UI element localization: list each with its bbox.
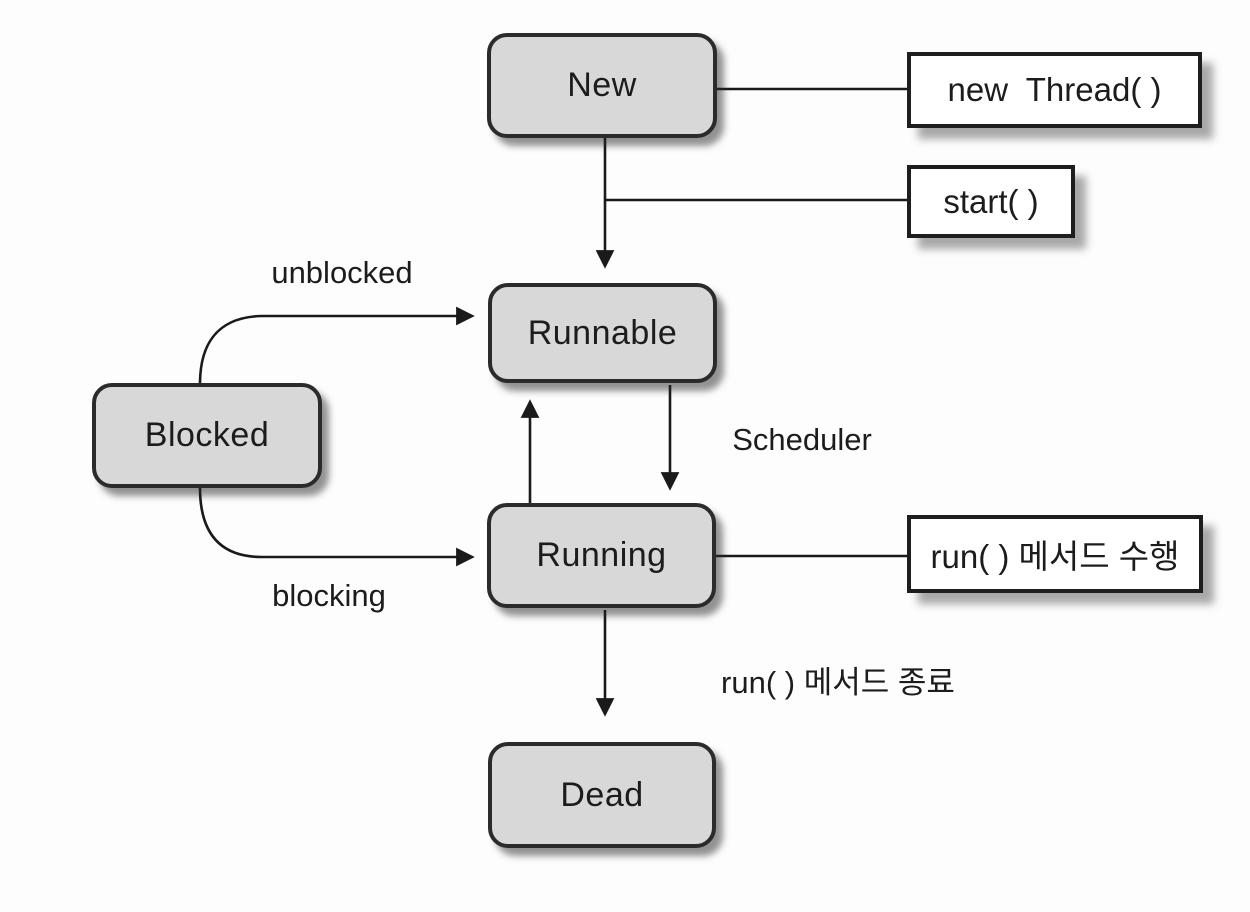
state-label-dead: Dead xyxy=(560,775,644,814)
arrow-blocked-to-runnable xyxy=(198,306,475,385)
callout-label-run-method: run( ) 메서드 수행 xyxy=(930,538,1180,575)
edge-label-unblocked: unblocked xyxy=(271,255,413,290)
callout-label-start: start( ) xyxy=(943,182,1039,220)
state-box-runnable: Runnable xyxy=(488,283,717,383)
edge-label-scheduler: Scheduler xyxy=(732,422,872,457)
callout-box-run-method: run( ) 메서드 수행 xyxy=(907,515,1203,593)
state-label-runnable: Runnable xyxy=(527,313,678,352)
callout-label-new-thread: new Thread( ) xyxy=(947,71,1162,108)
edge-label-blocking: blocking xyxy=(272,578,386,613)
state-label-running: Running xyxy=(536,536,667,574)
arrow-blocked-to-running xyxy=(198,487,475,567)
callout-box-start: start( ) xyxy=(907,165,1075,238)
state-box-new: New xyxy=(487,33,717,138)
state-label-blocked: Blocked xyxy=(144,416,270,454)
state-label-new: New xyxy=(567,66,637,104)
edge-label-run-end: run( ) 메서드 종료 xyxy=(721,665,955,700)
state-box-running: Running xyxy=(487,503,716,608)
state-box-dead: Dead xyxy=(488,742,716,848)
callout-box-new-thread: new Thread( ) xyxy=(907,52,1202,128)
state-box-blocked: Blocked xyxy=(92,383,322,488)
